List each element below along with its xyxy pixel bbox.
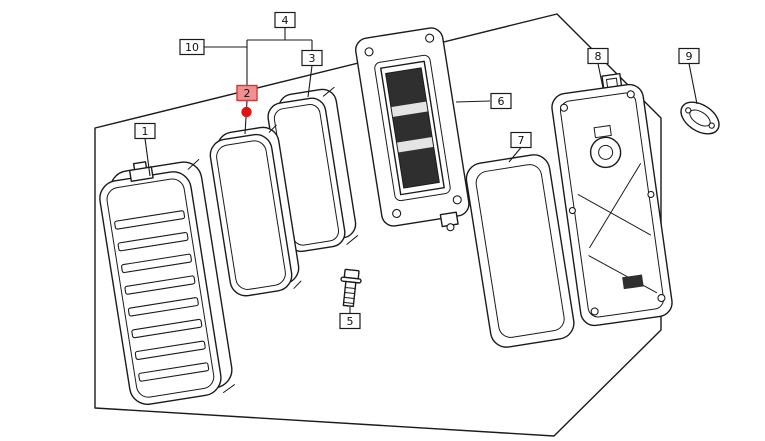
leader-6 [455, 100, 491, 103]
leader-3 [307, 65, 313, 98]
svg-text:10: 10 [185, 41, 199, 54]
leader-9 [688, 63, 698, 105]
plate-port-circle [589, 136, 622, 169]
callout-2-box[interactable] [236, 84, 258, 102]
element2-body [209, 133, 293, 297]
part-6-case [355, 27, 470, 232]
callout-9[interactable]: 9 [678, 47, 700, 65]
part-2-foam-element [209, 124, 302, 297]
svg-text:5: 5 [347, 315, 354, 328]
svg-text:1: 1 [142, 125, 149, 138]
callout-6[interactable]: 6 [490, 92, 512, 110]
leader-8 [597, 63, 604, 89]
svg-text:2: 2 [244, 87, 251, 100]
callout-2-highlighted[interactable]: 2 [236, 84, 258, 102]
plate-dark-slot [622, 274, 644, 290]
gasket-inner [475, 164, 565, 338]
callout-3[interactable]: 3 [301, 49, 323, 67]
callout-8[interactable]: 8 [587, 47, 609, 65]
part-9-oval-gasket [680, 101, 720, 135]
part-1-cover [99, 158, 235, 405]
bolt-threads [343, 286, 356, 304]
callout-10[interactable]: 10 [179, 38, 205, 56]
callout-1[interactable]: 1 [134, 122, 156, 140]
part-8-back-plate [551, 72, 673, 327]
leader-4-bracket [246, 27, 313, 86]
svg-text:7: 7 [518, 134, 525, 147]
highlight-dot [241, 106, 252, 118]
callout-5[interactable]: 5 [339, 312, 361, 330]
svg-text:6: 6 [498, 95, 505, 108]
leader-2 [244, 100, 248, 135]
leader-lines [144, 27, 698, 314]
gasket-outer [465, 154, 575, 348]
svg-text:3: 3 [309, 52, 316, 65]
leader-7 [508, 147, 522, 163]
svg-text:9: 9 [686, 50, 693, 63]
leader-1 [144, 138, 151, 177]
callout-7[interactable]: 7 [510, 131, 532, 149]
part-7-gasket [465, 154, 575, 348]
cover-louvers [114, 210, 210, 382]
diagram-border [94, 13, 662, 437]
svg-text:8: 8 [595, 50, 602, 63]
callout-4[interactable]: 4 [274, 11, 296, 29]
part-5-bolt [340, 268, 362, 308]
plate-fold-lines [577, 163, 658, 294]
svg-text:4: 4 [282, 14, 289, 27]
